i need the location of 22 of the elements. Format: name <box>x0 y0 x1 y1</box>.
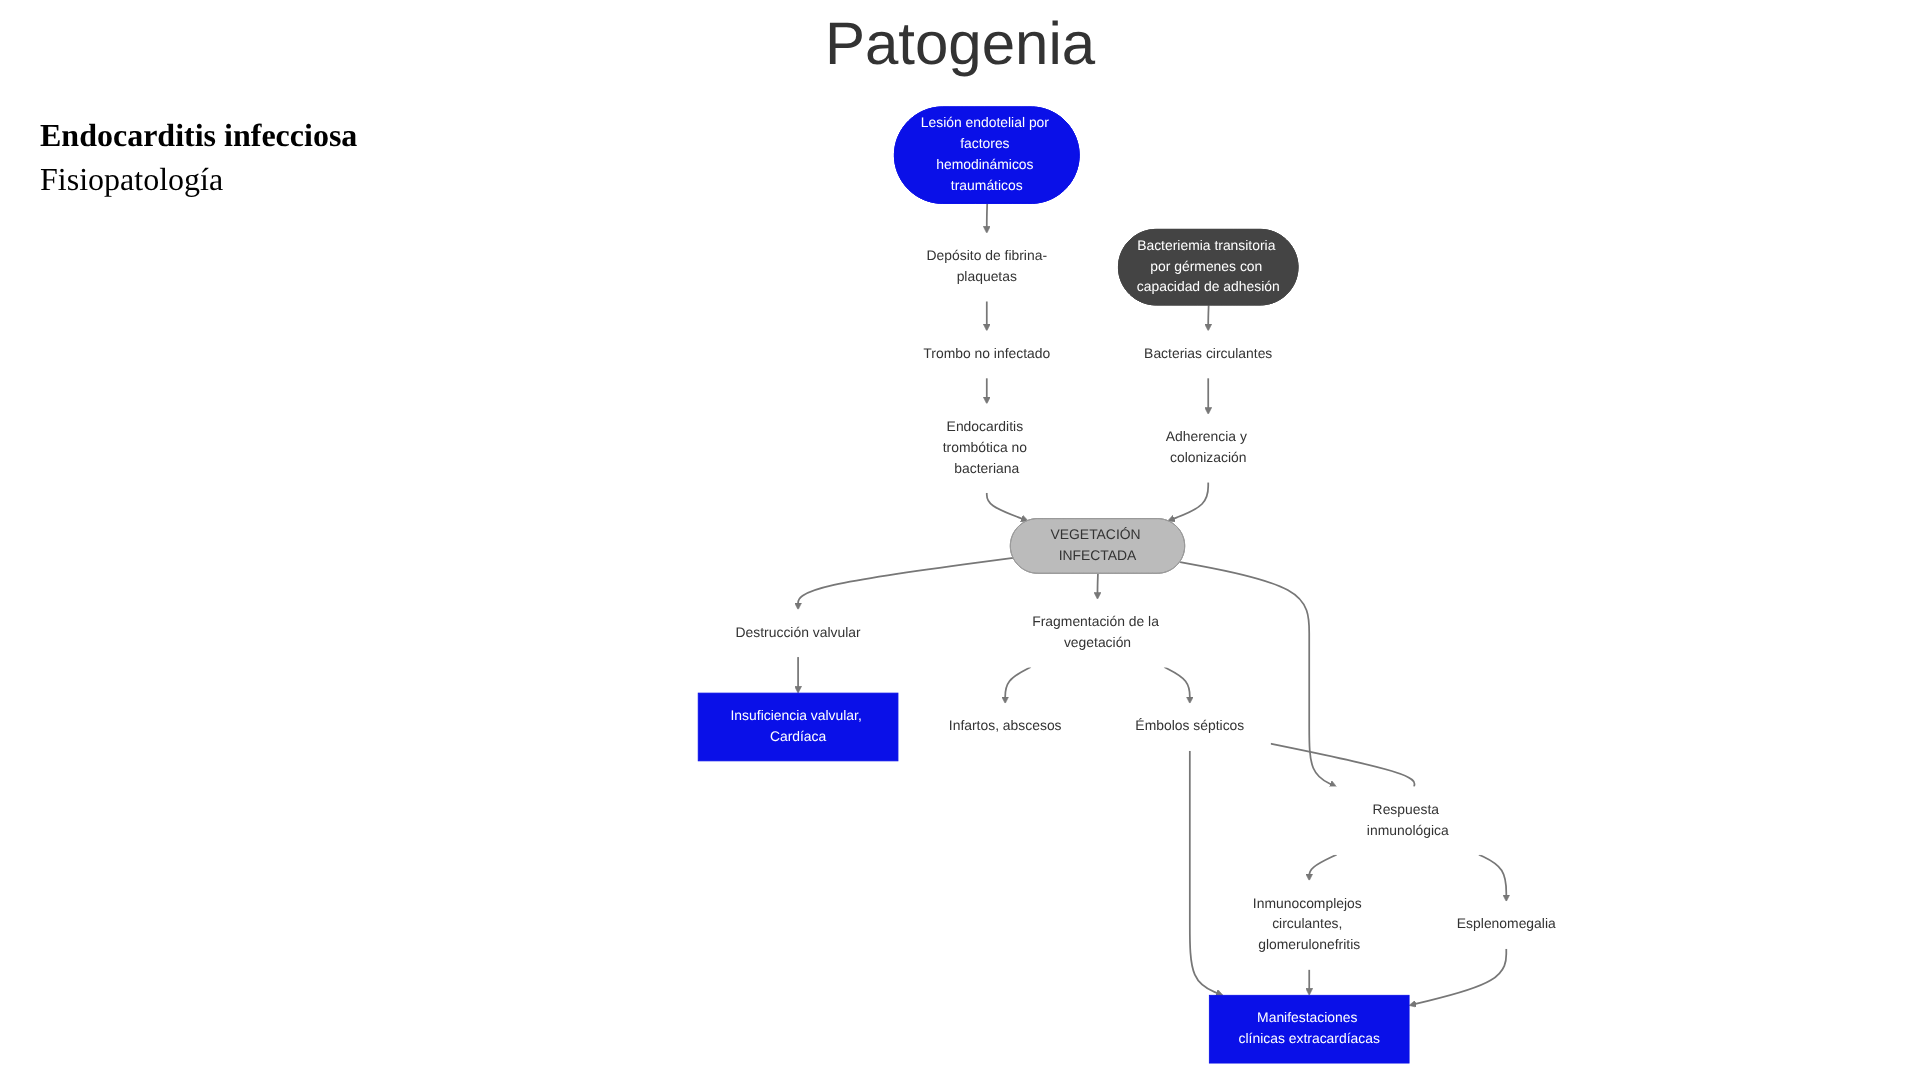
arrow <box>1305 968 1314 996</box>
diagram-subheading: Fisiopatología <box>40 164 226 200</box>
arrow <box>1163 666 1194 704</box>
arrow <box>1204 304 1213 332</box>
arrow <box>1179 561 1337 788</box>
arrow <box>794 655 802 694</box>
arrow <box>1478 853 1511 902</box>
diagram-heading: Endocarditis infecciosa <box>40 120 360 156</box>
arrow <box>1408 947 1508 1008</box>
arrow <box>982 202 991 234</box>
arrow <box>982 377 991 405</box>
arrow <box>794 556 1015 611</box>
arrow <box>1167 481 1210 523</box>
arrow <box>1001 666 1032 704</box>
connector <box>1269 742 1416 788</box>
arrow <box>1305 853 1338 882</box>
title: Patogenia <box>822 12 1098 80</box>
arrow <box>985 491 1029 523</box>
arrow <box>1093 572 1102 600</box>
arrow <box>982 300 991 332</box>
arrow <box>1204 377 1213 415</box>
arrow <box>1188 749 1224 997</box>
